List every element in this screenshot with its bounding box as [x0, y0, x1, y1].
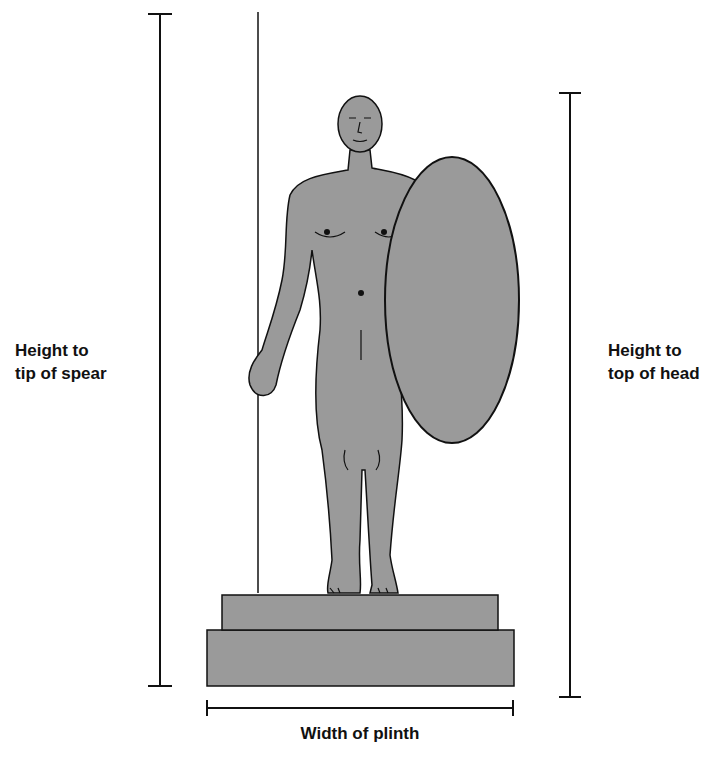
- dimension-label: Width of plinth: [160, 723, 560, 746]
- plinth: [207, 595, 514, 686]
- figure: [249, 96, 519, 593]
- dimension-bars: [148, 14, 581, 716]
- shield: [385, 157, 519, 443]
- dimension-label: Height to tip of spear: [15, 340, 110, 386]
- spear: [257, 12, 259, 593]
- dimension-label: Height to top of head: [608, 340, 703, 386]
